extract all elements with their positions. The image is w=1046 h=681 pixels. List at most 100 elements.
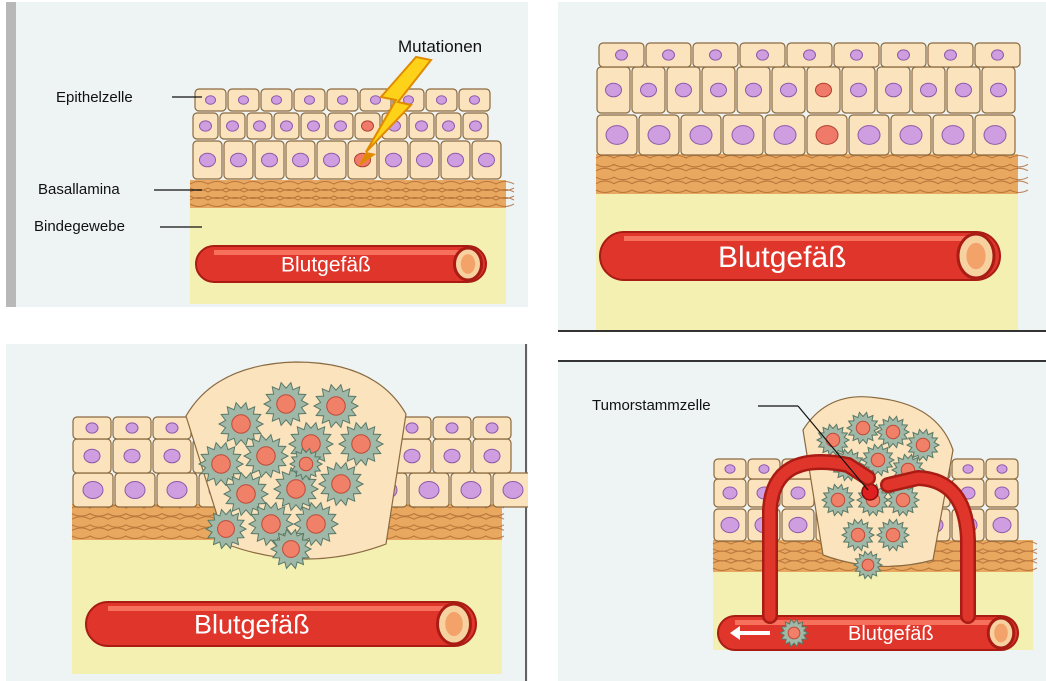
panel-2-svg: Blutgefäß bbox=[558, 2, 1046, 332]
cell-nucleus bbox=[963, 465, 973, 474]
cell-nucleus bbox=[956, 83, 972, 97]
cell-nucleus bbox=[921, 83, 937, 97]
cell-nucleus bbox=[759, 465, 769, 474]
cell-nucleus bbox=[444, 449, 460, 463]
cell-nucleus bbox=[167, 482, 187, 499]
connective-tissue-label: Bindegewebe bbox=[34, 218, 125, 235]
vessel-lumen bbox=[461, 254, 475, 274]
cell-nucleus bbox=[164, 449, 180, 463]
tumor-cell-nucleus bbox=[232, 415, 250, 433]
vessel-lumen bbox=[445, 612, 463, 636]
cell-nucleus bbox=[443, 121, 455, 131]
vessel-lumen bbox=[966, 243, 985, 269]
cell-nucleus bbox=[816, 83, 832, 97]
cell-nucleus bbox=[200, 121, 212, 131]
cell-nucleus bbox=[732, 126, 754, 145]
tumor-cell-nucleus bbox=[287, 480, 305, 498]
tumor-cell-nucleus bbox=[826, 433, 839, 446]
tissue-layer: Blutgefäß bbox=[190, 89, 514, 304]
tumor-cell-nucleus bbox=[283, 541, 300, 558]
panel-proliferation: Blutgefäß bbox=[558, 2, 1046, 332]
cell-nucleus bbox=[804, 50, 816, 60]
tumor-cell-nucleus bbox=[871, 453, 884, 466]
cell-nucleus bbox=[816, 126, 838, 145]
cell-nucleus bbox=[757, 50, 769, 60]
cell-nucleus bbox=[851, 50, 863, 60]
tumor-cell-nucleus bbox=[332, 475, 350, 493]
tumor-mass bbox=[186, 362, 406, 569]
cell-nucleus bbox=[262, 153, 278, 167]
tumor-cell-nucleus bbox=[299, 457, 312, 470]
tumor-cell-nucleus bbox=[862, 559, 874, 571]
cell-nucleus bbox=[984, 126, 1006, 145]
cell-nucleus bbox=[900, 126, 922, 145]
cell-nucleus bbox=[945, 50, 957, 60]
cell-nucleus bbox=[371, 96, 381, 105]
tumor-stem-cell-label: Tumorstammzelle bbox=[592, 397, 711, 414]
cell-nucleus bbox=[84, 449, 100, 463]
cell-nucleus bbox=[995, 487, 1009, 499]
cell-nucleus bbox=[663, 50, 675, 60]
tumor-cell-nucleus bbox=[856, 421, 869, 434]
tumor-cell-nucleus bbox=[218, 521, 235, 538]
cell-nucleus bbox=[125, 482, 145, 499]
panel-normal-tissue: Blutgefäß Mutationen Epithelzelle Basall… bbox=[6, 2, 528, 307]
cell-nucleus bbox=[991, 83, 1007, 97]
cell-nucleus bbox=[711, 83, 727, 97]
cell-nucleus bbox=[858, 126, 880, 145]
cell-nucleus bbox=[484, 449, 500, 463]
tumor-cell-nucleus bbox=[352, 435, 370, 453]
cell-nucleus bbox=[254, 121, 266, 131]
cell-nucleus bbox=[86, 423, 98, 433]
cell-nucleus bbox=[791, 487, 805, 499]
blood-vessel-label: Blutgefäß bbox=[194, 610, 310, 640]
cell-nucleus bbox=[231, 153, 247, 167]
panel-4-svg: Blutgefäß Tumorstammzelle bbox=[558, 360, 1046, 681]
cell-nucleus bbox=[124, 449, 140, 463]
cell-nucleus bbox=[437, 96, 447, 105]
panel-1-svg: Blutgefäß Mutationen Epithelzelle Basall… bbox=[6, 2, 528, 307]
cell-nucleus bbox=[486, 423, 498, 433]
basal-lamina bbox=[190, 180, 506, 208]
cell-nucleus bbox=[416, 121, 428, 131]
cell-nucleus bbox=[362, 121, 374, 131]
tumor-cell-nucleus bbox=[237, 485, 255, 503]
blood-vessel-label: Blutgefäß bbox=[848, 623, 934, 645]
cell-nucleus bbox=[886, 83, 902, 97]
cell-nucleus bbox=[479, 153, 495, 167]
cell-nucleus bbox=[781, 83, 797, 97]
epithelial-cell-label: Epithelzelle bbox=[56, 89, 133, 106]
cell-nucleus bbox=[616, 50, 628, 60]
panel-3-svg: Blutgefäß bbox=[6, 344, 528, 681]
cell-nucleus bbox=[641, 83, 657, 97]
cell-nucleus bbox=[448, 153, 464, 167]
cell-nucleus bbox=[710, 50, 722, 60]
cell-nucleus bbox=[386, 153, 402, 167]
cell-nucleus bbox=[470, 121, 482, 131]
cell-nucleus bbox=[419, 482, 439, 499]
cell-nucleus bbox=[648, 126, 670, 145]
cell-nucleus bbox=[789, 517, 807, 532]
cell-nucleus bbox=[308, 121, 320, 131]
tumor-cell-nucleus bbox=[896, 493, 909, 506]
cell-nucleus bbox=[992, 50, 1004, 60]
panel-angiogenesis: Blutgefäß Tumorstammzelle bbox=[558, 360, 1046, 681]
page-edge-shadow bbox=[6, 2, 16, 307]
cell-nucleus bbox=[293, 153, 309, 167]
cell-nucleus bbox=[690, 126, 712, 145]
cell-nucleus bbox=[746, 83, 762, 97]
cell-nucleus bbox=[851, 83, 867, 97]
cell-nucleus bbox=[404, 449, 420, 463]
cell-nucleus bbox=[997, 465, 1007, 474]
cell-nucleus bbox=[206, 96, 216, 105]
cell-nucleus bbox=[239, 96, 249, 105]
tumor-cell-nucleus bbox=[831, 493, 844, 506]
cell-nucleus bbox=[200, 153, 216, 167]
tumor-cell-nucleus bbox=[886, 425, 899, 438]
tumor-cell-nucleus bbox=[851, 528, 864, 541]
vessel-lumen bbox=[994, 624, 1008, 643]
cell-nucleus bbox=[166, 423, 178, 433]
cell-nucleus bbox=[281, 121, 293, 131]
cell-nucleus bbox=[126, 423, 138, 433]
tumor-cell-nucleus bbox=[886, 528, 899, 541]
